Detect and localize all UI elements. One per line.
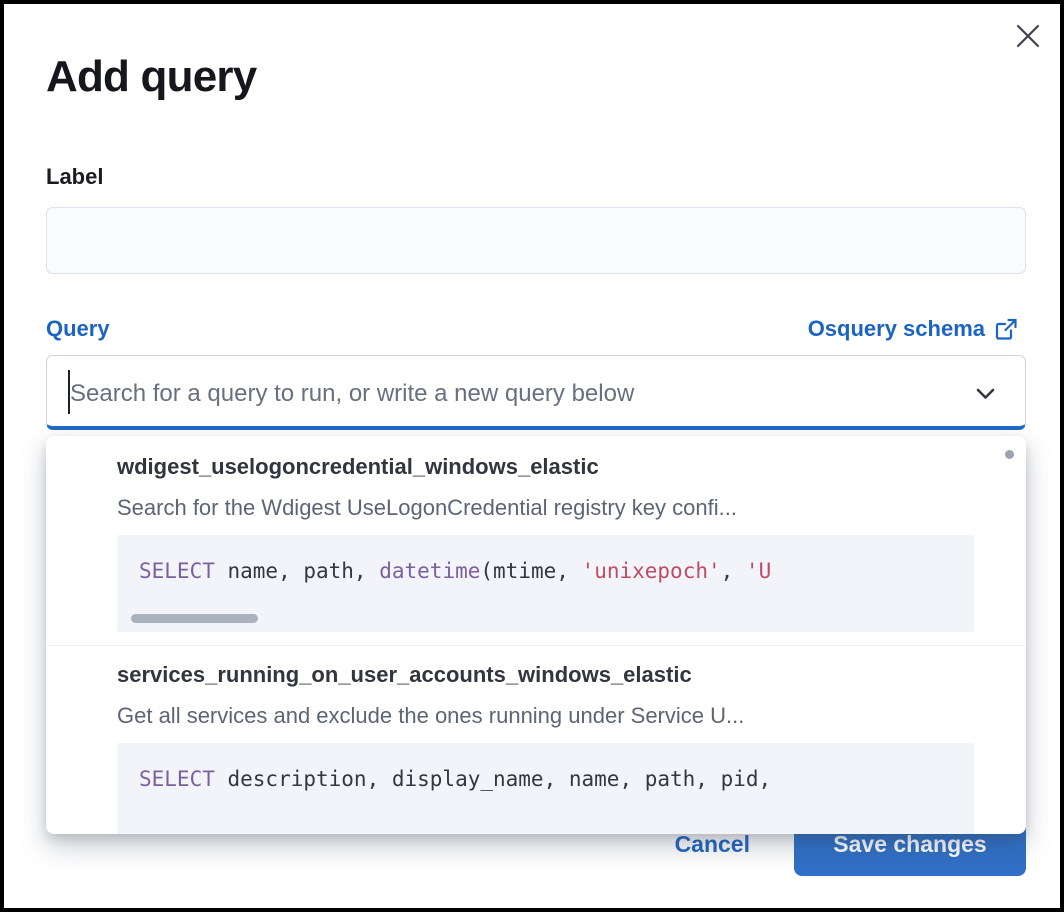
vertical-scrollbar-thumb[interactable] (1005, 450, 1014, 459)
label-input[interactable] (46, 207, 1026, 274)
query-search-combobox[interactable]: Search for a query to run, or write a ne… (46, 355, 1026, 430)
osquery-schema-link[interactable]: Osquery schema (808, 316, 1018, 342)
horizontal-scrollbar-thumb[interactable] (131, 614, 258, 623)
query-option-services[interactable]: services_running_on_user_accounts_window… (46, 645, 1026, 834)
osquery-schema-link-label: Osquery schema (807, 316, 985, 341)
query-option-description: Get all services and exclude the ones ru… (117, 703, 745, 728)
external-link-icon (994, 317, 1018, 341)
label-field-label: Label (46, 164, 104, 189)
query-option-description: Search for the Wdigest UseLogonCredentia… (117, 495, 737, 520)
chevron-down-icon[interactable] (972, 380, 999, 412)
page-title: Add query (46, 52, 257, 101)
query-field-label: Query (46, 316, 110, 341)
text-caret (68, 370, 70, 414)
close-icon[interactable] (1010, 18, 1046, 54)
query-option-sql-preview: SELECT name, path, datetime(mtime, 'unix… (117, 535, 974, 632)
query-options-dropdown: wdigest_uselogoncredential_windows_elast… (46, 436, 1026, 834)
query-search-placeholder: Search for a query to run, or write a ne… (70, 380, 635, 407)
query-option-title: services_running_on_user_accounts_window… (117, 662, 692, 687)
query-option-wdigest[interactable]: wdigest_uselogoncredential_windows_elast… (46, 436, 1026, 645)
cancel-button[interactable]: Cancel (674, 830, 750, 857)
query-option-title: wdigest_uselogoncredential_windows_elast… (117, 454, 599, 479)
sql-code-line: SELECT description, display_name, name, … (139, 767, 772, 791)
query-option-sql-preview: SELECT description, display_name, name, … (117, 743, 974, 834)
sql-code-line: SELECT name, path, datetime(mtime, 'unix… (139, 559, 772, 583)
